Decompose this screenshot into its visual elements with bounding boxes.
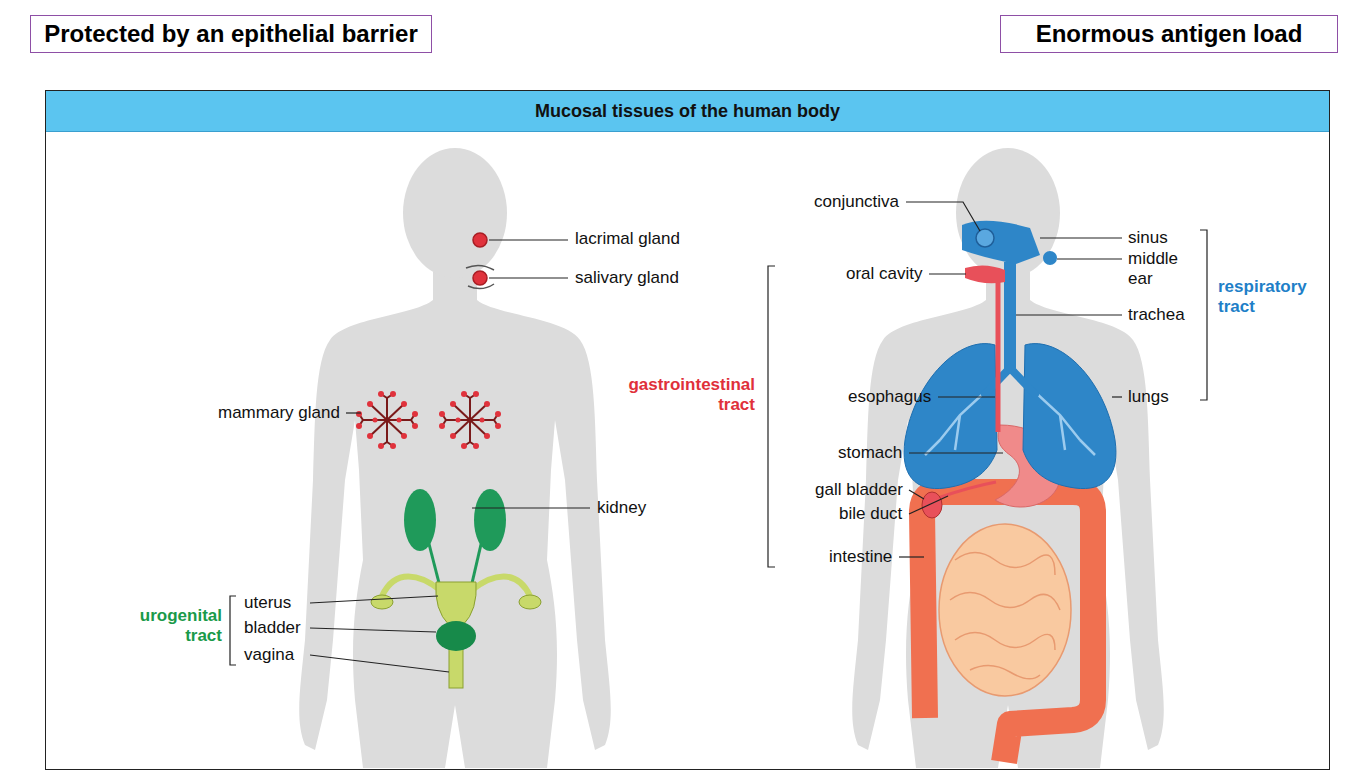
organ-label: stomach <box>838 443 902 463</box>
group-label: gastrointestinal tract <box>605 375 755 415</box>
organ-label: intestine <box>829 547 892 567</box>
organ-label: salivary gland <box>575 268 679 288</box>
organ-label: uterus <box>244 593 291 613</box>
organ-label: trachea <box>1128 305 1185 325</box>
organ-label: sinus <box>1128 228 1168 248</box>
organ-label: bile duct <box>839 504 902 524</box>
organ-label: bladder <box>244 618 301 638</box>
organ-label: vagina <box>244 645 294 665</box>
organ-label: kidney <box>597 498 646 518</box>
group-label: urogenital tract <box>122 606 222 646</box>
organ-label: esophagus <box>848 387 931 407</box>
organ-label: middle ear <box>1128 249 1190 289</box>
group-label: respiratory tract <box>1218 277 1318 317</box>
heading-box: Protected by an epithelial barrier <box>30 15 432 53</box>
organ-label: lacrimal gland <box>575 229 680 249</box>
heading-text: Enormous antigen load <box>1036 20 1303 48</box>
title-band: Mucosal tissues of the human body <box>46 91 1329 132</box>
organ-label: oral cavity <box>846 264 923 284</box>
heading-box: Enormous antigen load <box>1000 15 1338 53</box>
organ-label: mammary gland <box>218 403 340 423</box>
organ-label: conjunctiva <box>814 192 899 212</box>
organ-label: gall bladder <box>815 480 903 500</box>
organ-label: lungs <box>1128 387 1169 407</box>
heading-text: Protected by an epithelial barrier <box>44 20 417 48</box>
